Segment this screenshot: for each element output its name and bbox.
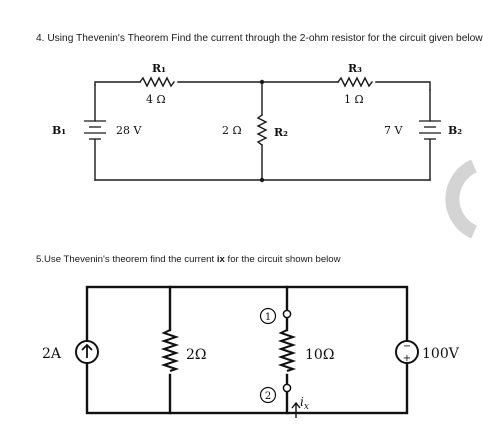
circuit-diagram-1: R₁ 4 Ω R₃ 1 Ω B₁ 28 V 2 Ω R₂ 7 V B₂ xyxy=(52,62,478,239)
r1-resistor-symbol xyxy=(139,76,175,88)
node-2-label: 2 xyxy=(265,391,271,402)
current-symbol-ix: ix xyxy=(216,254,225,265)
b2-label: B₂ xyxy=(448,124,462,137)
question-4-text: 4. Using Thevenin's Theorem Find the cur… xyxy=(36,33,483,44)
current-source-label: 2A xyxy=(42,346,62,362)
voltage-source-minus-sign: − xyxy=(403,341,411,352)
battery-b2-symbol xyxy=(419,120,441,140)
resistor-10ohm-label: 10Ω xyxy=(305,347,334,363)
b1-label: B₁ xyxy=(52,124,66,137)
node-2-badge xyxy=(259,386,277,404)
voltage-source-label: 100V xyxy=(422,346,460,362)
node-1-label: 1 xyxy=(265,312,271,323)
b1-value-label: 28 V xyxy=(116,124,142,137)
b2-value-label: 7 V xyxy=(384,124,403,137)
question-5-suffix: for the circuit shown below xyxy=(224,254,341,265)
resistor-2ohm-symbol xyxy=(160,329,180,372)
battery-b1-symbol xyxy=(84,120,106,140)
r3-value-label: 1 Ω xyxy=(344,93,364,106)
current-ix-arrow-icon xyxy=(291,401,301,418)
r2-resistor-symbol xyxy=(256,114,268,146)
r1-label: R₁ xyxy=(152,62,166,75)
up-arrow-icon xyxy=(81,343,93,358)
outer-loop-wire xyxy=(85,285,409,415)
question-5-prefix: 5.Use Thevenin's theorem find the curren… xyxy=(36,254,217,265)
r1-value-label: 4 Ω xyxy=(146,93,166,106)
r3-label: R₃ xyxy=(348,62,362,75)
question-5-text: 5.Use Thevenin's theorem find the curren… xyxy=(36,254,341,265)
node-2-terminal xyxy=(282,383,292,393)
node-1-badge xyxy=(259,307,277,325)
junction-bottom xyxy=(259,177,265,183)
resistor-10ohm-symbol xyxy=(277,329,297,372)
gray-ring-decoration xyxy=(445,159,478,239)
r3-resistor-symbol xyxy=(337,76,373,88)
junction-top xyxy=(259,79,265,85)
voltage-source-symbol xyxy=(395,340,419,364)
top-wire-right xyxy=(375,81,431,91)
top-wire-left xyxy=(94,81,141,86)
r2-value-label: 2 Ω xyxy=(222,124,242,137)
r2-label: R₂ xyxy=(274,126,288,139)
voltage-source-plus-sign: + xyxy=(403,353,411,364)
resistor-2ohm-label: 2Ω xyxy=(186,347,207,363)
current-ix-label: ix xyxy=(300,395,309,412)
node-1-terminal xyxy=(282,309,292,319)
